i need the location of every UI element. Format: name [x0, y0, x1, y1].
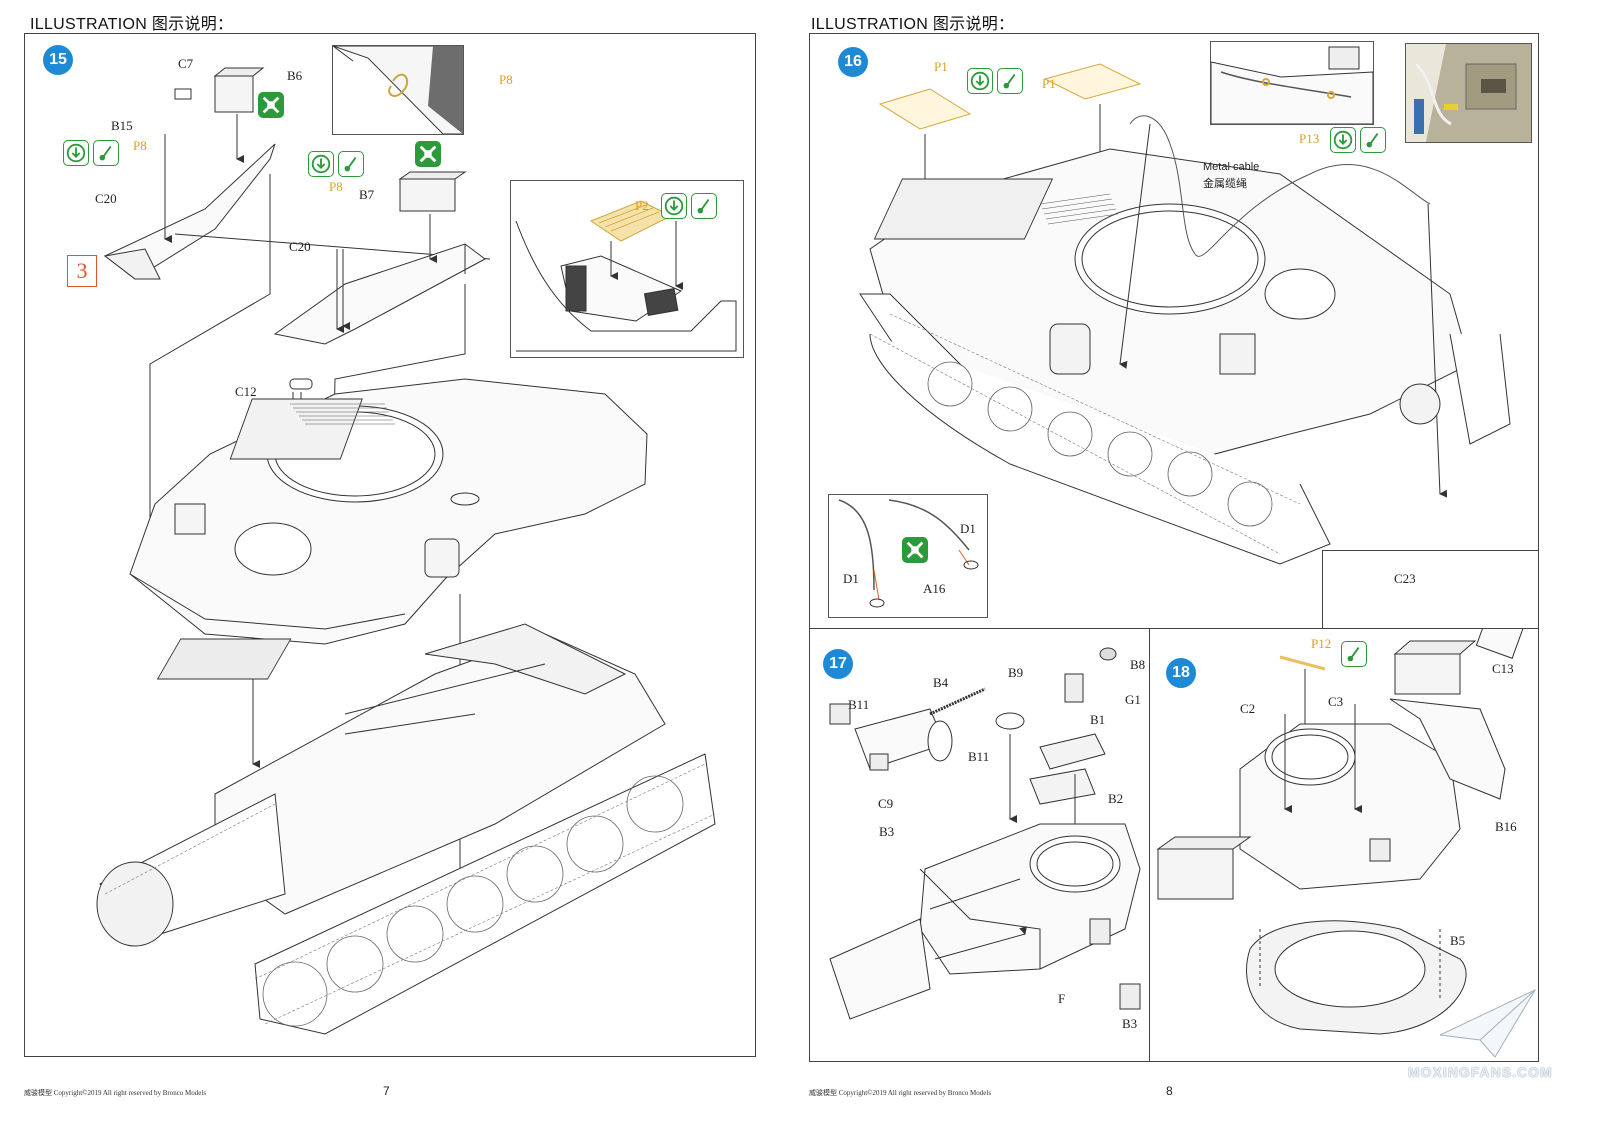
page-left: ILLUSTRATION 图示说明： 15	[0, 0, 790, 1110]
metal-cable-label-en: Metal cable	[1203, 161, 1260, 173]
part-label-b11-b: B11	[968, 749, 990, 764]
part-label-b5: B5	[1450, 933, 1466, 948]
part-label-b15: B15	[111, 118, 133, 133]
part-label-p13: P13	[1299, 131, 1320, 146]
part-label-p8-c: P8	[499, 72, 513, 87]
paint-drop-icon-18	[1341, 641, 1367, 667]
glue-apply-icon-16a	[967, 68, 993, 94]
part-label-c7: C7	[178, 56, 194, 71]
paint-drop-icon-16a	[997, 68, 1023, 94]
paint-drop-icon-3	[691, 193, 717, 219]
part-label-c3: C3	[1328, 694, 1344, 709]
part-label-b9: B9	[1008, 665, 1024, 680]
step-number-18: 18	[1166, 658, 1196, 688]
copyright-right: 威骏模型 Copyright©2019 All right reserved b…	[809, 1089, 992, 1097]
part-label-g1: G1	[1125, 692, 1141, 707]
detail-photo-drawing	[1406, 44, 1531, 142]
metal-cable-label-cn: 金属缆绳	[1203, 178, 1247, 190]
step-15-frame: 15	[24, 33, 756, 1057]
part-label-c9: C9	[878, 796, 894, 811]
part-label-c20-a: C20	[95, 191, 117, 206]
watermark-text: MOXINGFANS.COM	[1408, 1064, 1553, 1080]
part-label-c23: C23	[1394, 571, 1416, 586]
glue-apply-icon-2	[308, 151, 334, 177]
part-label-p8-a: P8	[133, 138, 147, 153]
page-number-left: 7	[383, 1084, 390, 1098]
detail-inset-p8	[332, 45, 464, 135]
paper-plane-logo	[1440, 988, 1537, 1058]
step-number-17: 17	[823, 649, 853, 679]
step-16-step-border	[1322, 550, 1538, 629]
part-label-b2: B2	[1108, 791, 1124, 806]
reference-box-3: 3	[67, 255, 97, 287]
step-number-16: 16	[838, 47, 868, 77]
part-label-a16: A16	[923, 581, 946, 596]
part-label-c13: C13	[1492, 661, 1514, 676]
part-label-b3-b: B3	[1122, 1016, 1138, 1031]
part-label-b7: B7	[359, 187, 375, 202]
part-label-p2: P2	[635, 198, 649, 213]
part-label-b8: B8	[1130, 657, 1146, 672]
detail-p13-drawing	[1211, 46, 1373, 124]
detail-inset-p13	[1210, 41, 1374, 125]
no-glue-icon-16	[902, 537, 928, 563]
part-label-f: F	[1058, 991, 1066, 1006]
detail-d1-drawing	[838, 499, 979, 608]
glue-apply-icon-3	[661, 193, 687, 219]
step-18-frame: 18	[1149, 571, 1539, 1062]
part-label-b6: B6	[287, 68, 303, 83]
paint-drop-icon-16b	[1360, 127, 1386, 153]
paint-drop-icon	[93, 140, 119, 166]
copyright-left: 威骏模型 Copyright©2019 All right reserved b…	[24, 1089, 207, 1097]
glue-apply-icon	[63, 140, 89, 166]
detail-photo-inset	[1405, 43, 1532, 143]
part-label-p1-a: P1	[934, 59, 948, 74]
page-header-right: ILLUSTRATION 图示说明：	[811, 16, 1015, 33]
step-15-drawing	[96, 67, 716, 1035]
step-17-drawing	[829, 647, 1141, 1020]
page-number-right: 8	[1166, 1084, 1173, 1098]
step-16-frame: 16	[809, 33, 1539, 629]
part-label-c12: C12	[235, 384, 257, 399]
part-label-b1: B1	[1090, 712, 1106, 727]
detail-p8-drawing	[333, 46, 463, 134]
part-label-c2: C2	[1240, 701, 1256, 716]
page-header-left: ILLUSTRATION 图示说明：	[30, 16, 234, 33]
part-label-d1-b: D1	[843, 571, 859, 586]
paint-drop-icon-2	[338, 151, 364, 177]
glue-apply-icon-16b	[1330, 127, 1356, 153]
no-glue-icon-2	[415, 141, 441, 167]
step-16-drawing	[859, 63, 1511, 565]
part-label-p1-b: P1	[1042, 76, 1056, 91]
part-label-b3-a: B3	[879, 824, 895, 839]
no-glue-icon	[258, 92, 284, 118]
part-label-b11-a: B11	[848, 697, 870, 712]
page-right: ILLUSTRATION 图示说明： 16	[800, 0, 1600, 1110]
part-label-c20-b: C20	[289, 239, 311, 254]
detail-p2-drawing	[515, 200, 737, 352]
part-label-b16: B16	[1495, 819, 1517, 834]
step-18-drawing	[1156, 629, 1524, 1035]
part-label-p8-b: P8	[329, 179, 343, 194]
part-label-b4: B4	[933, 675, 949, 690]
part-label-p12: P12	[1311, 636, 1332, 651]
step-number-15: 15	[43, 45, 73, 75]
step-17-frame: 17	[809, 628, 1152, 1062]
part-label-d1-a: D1	[960, 521, 976, 536]
